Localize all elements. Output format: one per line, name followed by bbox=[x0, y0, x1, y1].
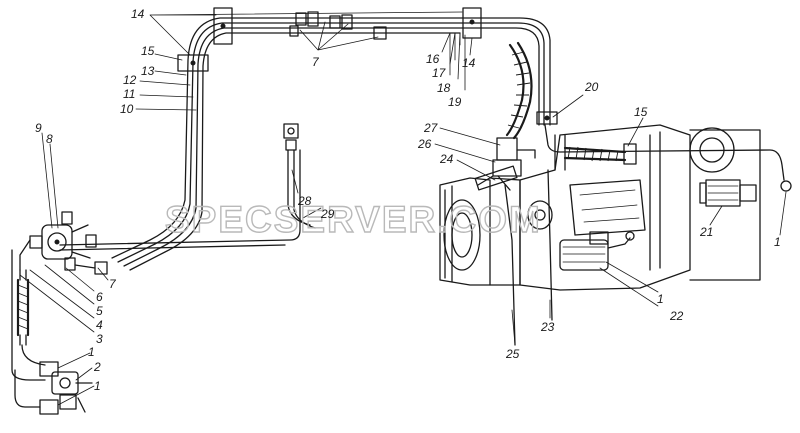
callout-7-top: 7 bbox=[312, 55, 320, 69]
callout-23: 23 bbox=[540, 320, 555, 334]
callout-5: 5 bbox=[96, 304, 103, 318]
callout-15-left: 15 bbox=[141, 44, 155, 58]
valve-22 bbox=[559, 231, 635, 271]
hose-15-gearbox bbox=[563, 143, 637, 165]
callout-25: 25 bbox=[505, 347, 520, 361]
clamp-15 bbox=[177, 54, 209, 72]
pipe-to-right-end bbox=[544, 124, 785, 181]
hose-to-valve bbox=[505, 41, 533, 140]
callout-26: 26 bbox=[417, 137, 432, 151]
callout-24: 24 bbox=[439, 152, 454, 166]
callout-29: 29 bbox=[320, 207, 335, 221]
callout-12: 12 bbox=[123, 73, 137, 87]
callout-16: 16 bbox=[426, 52, 440, 66]
callout-13: 13 bbox=[141, 64, 155, 78]
callout-8: 8 bbox=[46, 132, 53, 146]
valve-26-27 bbox=[474, 137, 536, 191]
callout-11: 11 bbox=[123, 87, 135, 101]
callout-3: 3 bbox=[96, 332, 103, 346]
callout-4: 4 bbox=[96, 318, 103, 332]
callout-6: 6 bbox=[96, 290, 103, 304]
callout-9: 9 bbox=[35, 121, 42, 135]
upper-pipe-bundle bbox=[111, 17, 551, 271]
callout-1-upper-left: 1 bbox=[88, 345, 95, 359]
callout-19: 19 bbox=[448, 95, 462, 109]
callout-10: 10 bbox=[120, 102, 134, 116]
callout-1-lower-left: 1 bbox=[94, 379, 101, 393]
leader-lines bbox=[19, 11, 787, 406]
clamp-20 bbox=[536, 111, 558, 125]
callout-15-right: 15 bbox=[634, 105, 648, 119]
callout-17: 17 bbox=[432, 66, 447, 80]
callout-21: 21 bbox=[699, 225, 713, 239]
callout-labels: 14 15 13 12 11 10 7 16 17 18 19 14 20 15… bbox=[35, 7, 781, 393]
watermark-text: SPECSERVER.COM bbox=[165, 199, 542, 240]
callout-18: 18 bbox=[437, 81, 451, 95]
callout-28: 28 bbox=[297, 194, 312, 208]
callout-22: 22 bbox=[669, 309, 684, 323]
gearbox-assembly bbox=[439, 124, 761, 291]
top-couplings-7 bbox=[289, 11, 387, 40]
callout-27: 27 bbox=[423, 121, 439, 135]
pipe-23 bbox=[547, 169, 553, 321]
callout-7-left: 7 bbox=[109, 277, 117, 291]
callout-2: 2 bbox=[93, 360, 101, 374]
valve-21 bbox=[699, 179, 792, 207]
left-hatched-hose bbox=[11, 239, 46, 381]
bottom-left-valves bbox=[14, 361, 93, 415]
clamp-14-left bbox=[213, 7, 233, 45]
left-manifold bbox=[29, 123, 316, 275]
pipe-25 bbox=[504, 184, 516, 346]
callout-1-right: 1 bbox=[774, 235, 781, 249]
callout-1-center: 1 bbox=[657, 292, 664, 306]
callout-14-left: 14 bbox=[131, 7, 145, 21]
callout-14-right: 14 bbox=[462, 56, 476, 70]
callout-20: 20 bbox=[584, 80, 599, 94]
